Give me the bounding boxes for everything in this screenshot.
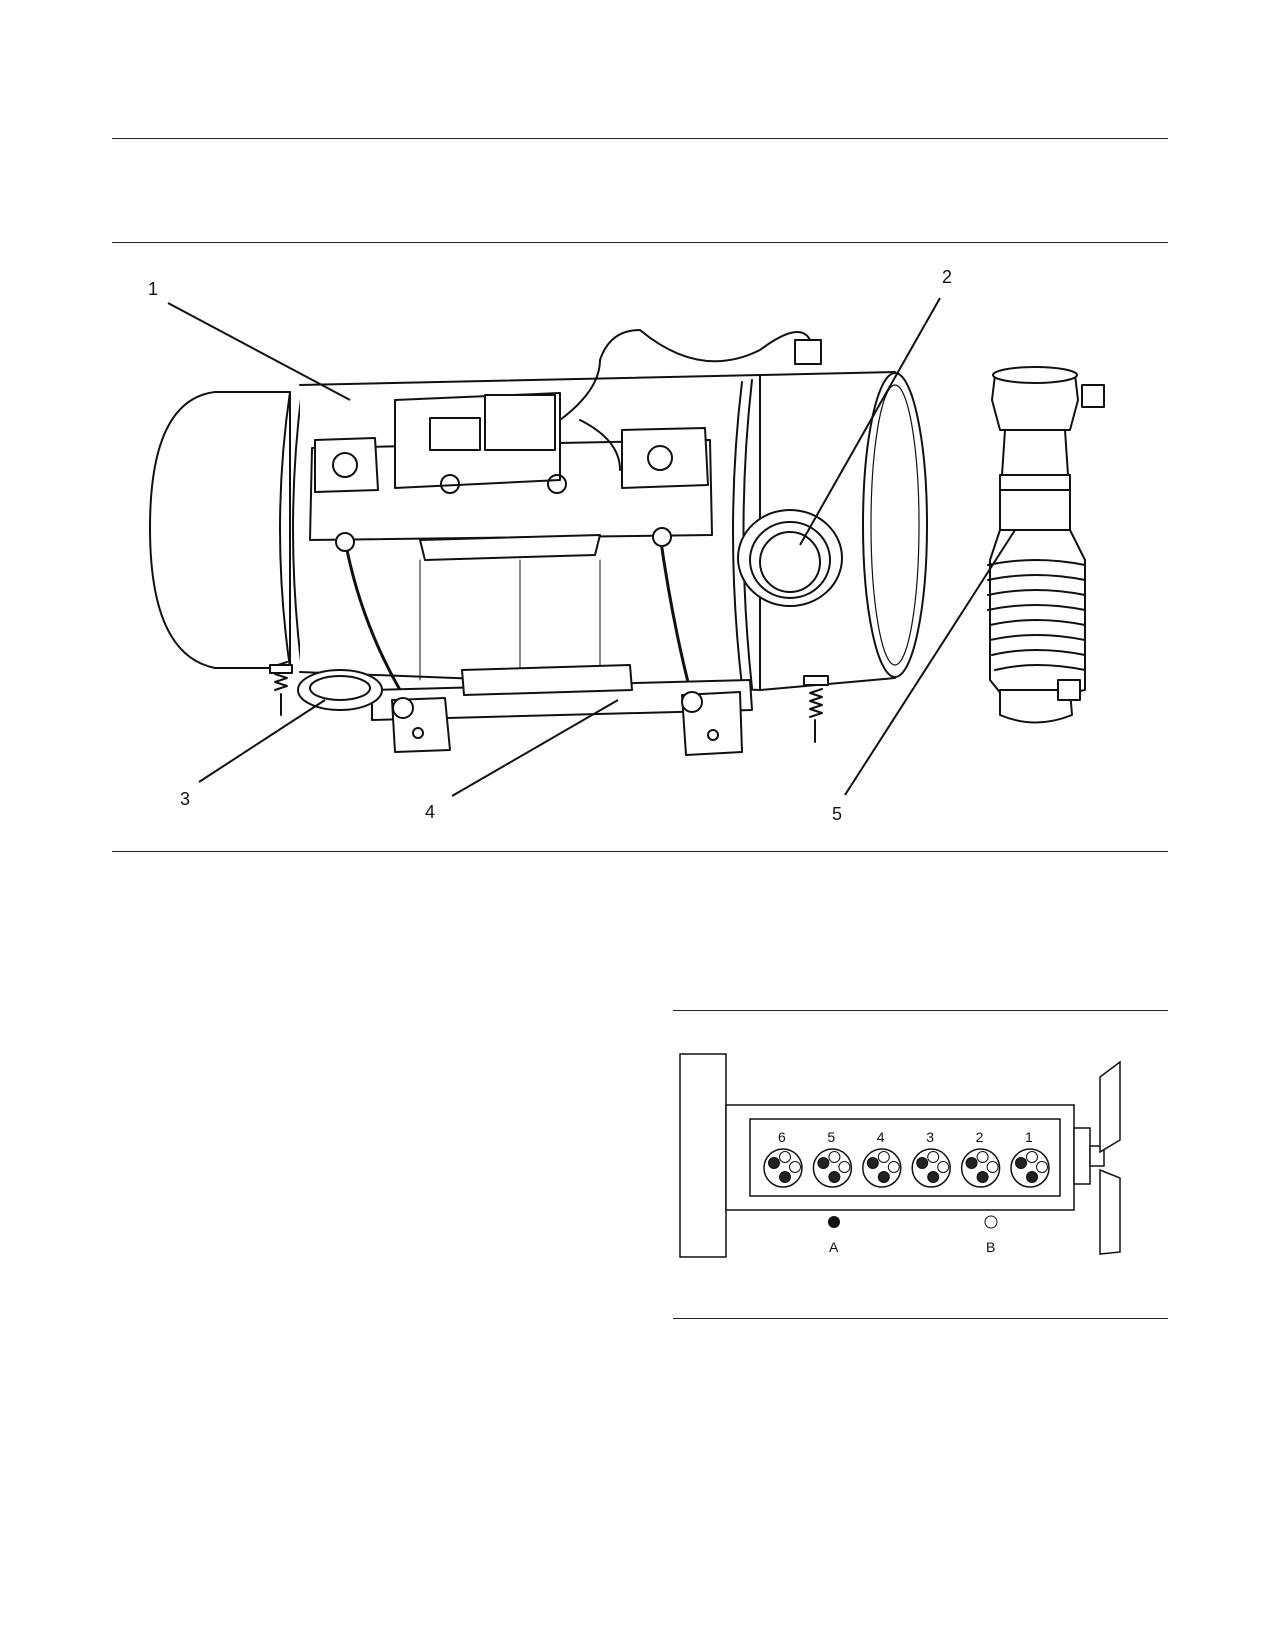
cylinder-number: 4 bbox=[877, 1129, 885, 1145]
callout-2: 2 bbox=[942, 267, 952, 287]
legend-label-b: B bbox=[986, 1239, 995, 1255]
cylinder-number: 6 bbox=[778, 1129, 786, 1145]
cylinder-number: 1 bbox=[1025, 1129, 1033, 1145]
fan-icon bbox=[1099, 1060, 1121, 1154]
exhaust-valve bbox=[976, 1151, 989, 1163]
figure2-top-rule bbox=[673, 1010, 1168, 1011]
callout-4: 4 bbox=[425, 802, 435, 822]
exhaust-valve bbox=[877, 1151, 890, 1163]
head-outline bbox=[749, 1118, 1061, 1197]
exhaust-valve bbox=[1036, 1161, 1048, 1173]
intake-valve bbox=[927, 1171, 940, 1183]
intake-valve-legend-dot bbox=[828, 1216, 840, 1228]
callout-5: 5 bbox=[832, 804, 842, 824]
callout-1: 1 bbox=[148, 279, 158, 299]
figure1-top-rule bbox=[112, 242, 1168, 243]
intake-valve bbox=[916, 1157, 929, 1169]
exhaust-valve bbox=[887, 1161, 900, 1173]
exhaust-valve bbox=[986, 1161, 999, 1173]
intake-valve bbox=[976, 1171, 989, 1183]
exhaust-valve bbox=[1026, 1151, 1038, 1163]
intake-valve bbox=[768, 1157, 780, 1169]
cylinder-number: 2 bbox=[976, 1129, 984, 1145]
exhaust-valve bbox=[779, 1151, 791, 1163]
intake-valve bbox=[817, 1157, 830, 1169]
intake-valve bbox=[877, 1171, 890, 1183]
figure2-bottom-rule bbox=[673, 1318, 1168, 1319]
intake-valve bbox=[1015, 1157, 1027, 1169]
intake-valve bbox=[828, 1171, 841, 1183]
intake-valve bbox=[1026, 1171, 1038, 1183]
top-rule bbox=[112, 138, 1168, 139]
intake-valve bbox=[866, 1157, 879, 1169]
intake-valve bbox=[779, 1171, 791, 1183]
flywheel-housing bbox=[679, 1053, 727, 1258]
callout-3: 3 bbox=[180, 789, 190, 809]
legend-label-a: A bbox=[829, 1239, 839, 1255]
exhaust-valve-legend-dot bbox=[984, 1215, 998, 1229]
exhaust-valve bbox=[937, 1161, 950, 1173]
intake-valve bbox=[965, 1157, 978, 1169]
figure1-bottom-rule bbox=[112, 851, 1168, 852]
crank-pulley bbox=[1073, 1127, 1091, 1185]
cylinder-number: 3 bbox=[926, 1129, 934, 1145]
exhaust-valve bbox=[789, 1161, 801, 1173]
exhaust-valve bbox=[828, 1151, 841, 1163]
exhaust-valve bbox=[927, 1151, 940, 1163]
cylinder-number: 5 bbox=[827, 1129, 835, 1145]
exhaust-valve bbox=[838, 1161, 851, 1173]
